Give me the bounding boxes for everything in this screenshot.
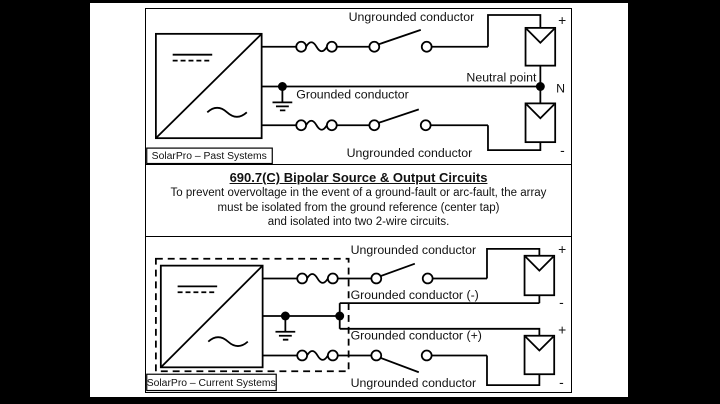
fuse-icon	[295, 119, 338, 132]
minus-terminal-label: -	[559, 294, 564, 310]
pv-module-negative-icon	[524, 102, 557, 144]
code-note-section: 690.7(C) Bipolar Source & Output Circuit…	[146, 164, 571, 237]
caption-box: SolarPro – Current Systems	[146, 373, 277, 392]
pv-module-bottom-icon	[523, 334, 556, 376]
ungrounded-conductor-top-label: Ungrounded conductor	[351, 243, 477, 257]
ground-icon	[272, 89, 293, 112]
past-systems-caption: SolarPro – Past Systems	[152, 151, 267, 162]
grounded-conductor-minus-label: Grounded conductor (-)	[351, 288, 479, 302]
plus-terminal-label: +	[558, 12, 566, 28]
code-note-line: must be isolated from the ground referen…	[217, 201, 500, 214]
video-frame-canvas: Ungrounded conductor + Grounded conducto…	[90, 3, 628, 397]
fuse-icon	[296, 349, 339, 362]
diagram-panel: Ungrounded conductor + Grounded conducto…	[145, 8, 572, 393]
neutral-point-dot	[535, 82, 545, 91]
pv-module-positive-icon	[524, 26, 557, 67]
inverter-symbol	[159, 264, 264, 369]
wire-ungrounded-top	[262, 247, 541, 280]
fuse-icon	[295, 40, 338, 53]
ungrounded-conductor-bottom-label: Ungrounded conductor	[351, 376, 477, 390]
junction-dot	[280, 311, 290, 321]
plus-terminal-label: +	[558, 322, 566, 338]
pv-module-top-icon	[523, 254, 556, 297]
minus-terminal-label: -	[560, 142, 565, 158]
ungrounded-conductor-bottom-label: Ungrounded conductor	[347, 146, 473, 160]
current-systems-section: Ungrounded conductor + Grounded conducto…	[146, 237, 571, 392]
junction-dot	[277, 82, 287, 91]
past-systems-diagram: Ungrounded conductor + Grounded conducto…	[146, 10, 566, 164]
disconnect-switch-icon	[368, 108, 432, 132]
neutral-terminal-label: N	[556, 81, 565, 95]
code-note-line: To prevent overvoltage in the event of a…	[170, 187, 547, 199]
disconnect-switch-icon	[370, 349, 433, 374]
fuse-icon	[296, 272, 339, 285]
wire-ungrounded-bottom	[261, 124, 542, 151]
past-systems-section: Ungrounded conductor + Grounded conducto…	[146, 9, 571, 164]
wire-grounded-center-tap	[262, 295, 541, 336]
minus-terminal-label: -	[559, 374, 564, 390]
caption-box: SolarPro – Past Systems	[146, 147, 273, 164]
disconnect-switch-icon	[368, 29, 433, 53]
inverter-symbol	[154, 32, 263, 140]
current-systems-diagram: Ungrounded conductor + Grounded conducto…	[146, 241, 566, 392]
junction-dot	[335, 311, 345, 321]
grounded-conductor-label: Grounded conductor	[296, 87, 409, 101]
ungrounded-conductor-top-label: Ungrounded conductor	[349, 10, 475, 24]
plus-terminal-label: +	[558, 241, 566, 257]
grounded-conductor-plus-label: Grounded conductor (+)	[351, 329, 482, 343]
wire-ungrounded-bottom	[262, 354, 541, 386]
wire-ungrounded-top	[261, 14, 542, 48]
neutral-point-label: Neutral point	[466, 71, 537, 85]
current-systems-caption: SolarPro – Current Systems	[147, 378, 276, 389]
ground-icon	[275, 318, 296, 341]
code-note-line: and isolated into two 2-wire circuits.	[267, 216, 450, 228]
code-note-title: 690.7(C) Bipolar Source & Output Circuit…	[229, 170, 488, 185]
disconnect-switch-icon	[370, 262, 434, 285]
wire-grounded-neutral	[261, 65, 545, 104]
